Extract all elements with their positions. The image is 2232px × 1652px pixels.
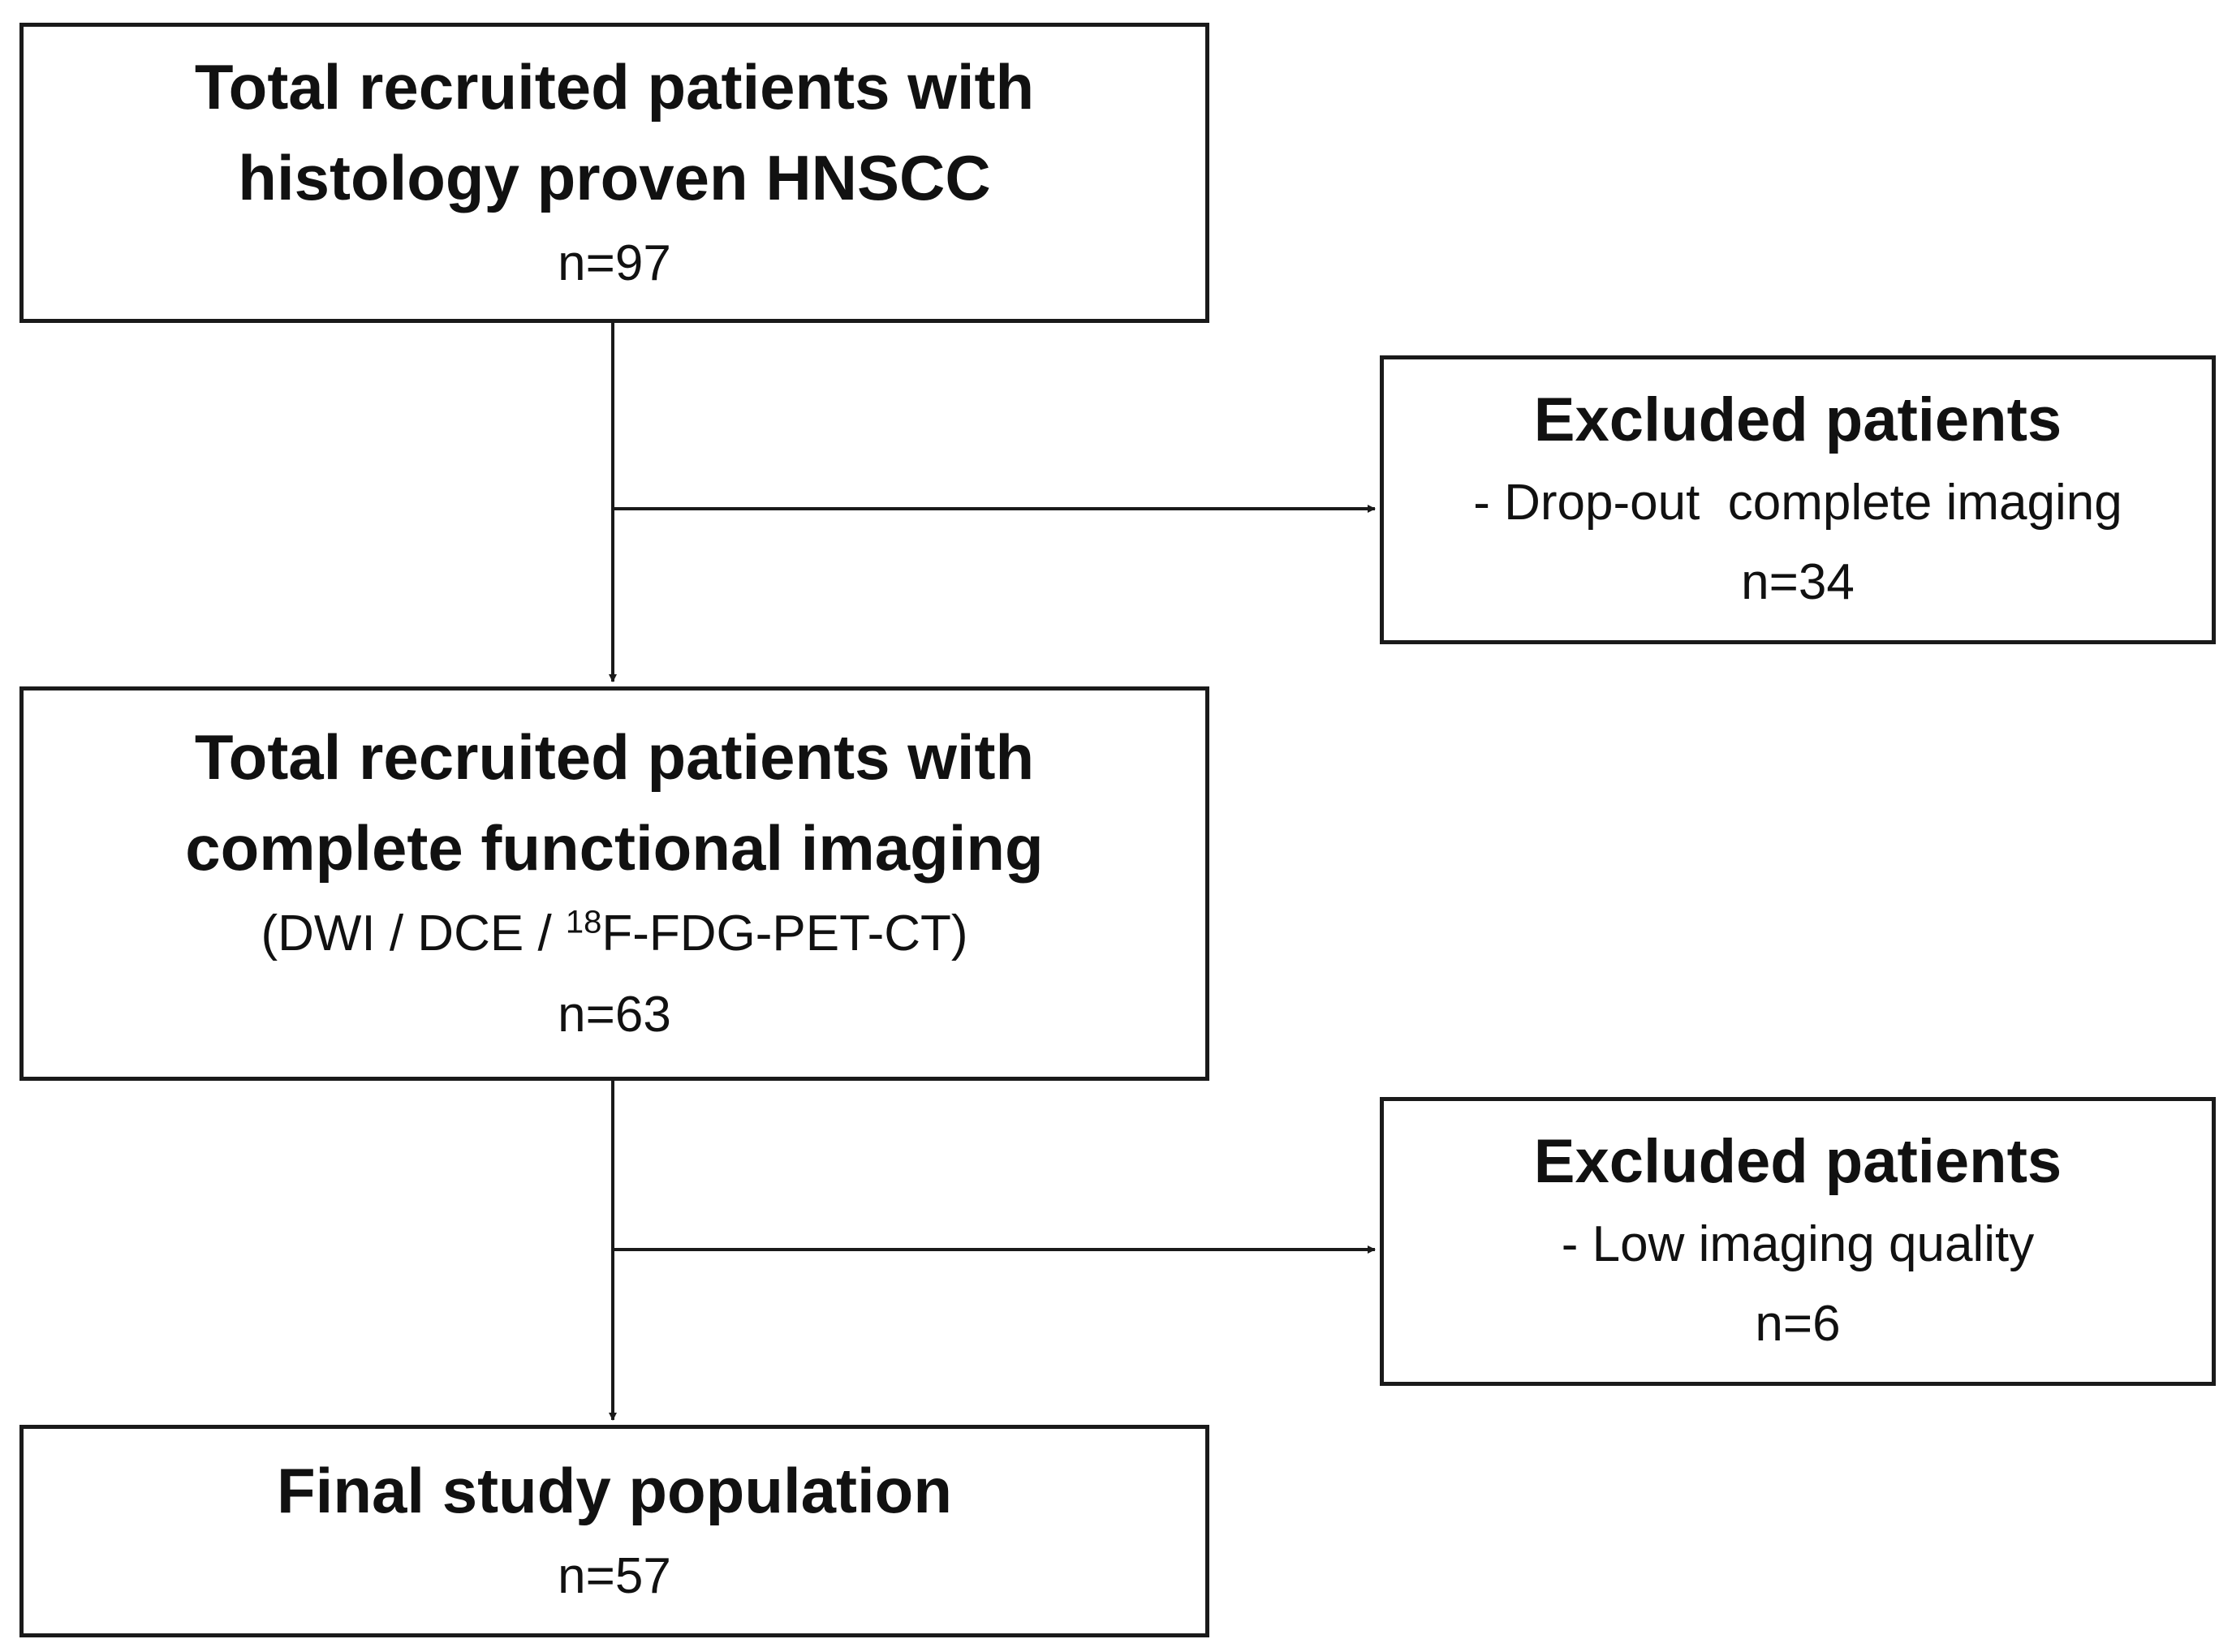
recruited-patients-box: Total recruited patients with histology … (19, 23, 1209, 323)
excluded-2-title: Excluded patients (1533, 1127, 2062, 1196)
final-count: n=57 (558, 1548, 671, 1604)
excluded-2-count: n=6 (1755, 1296, 1841, 1352)
imaging-modalities: (DWI / DCE / 18F-FDG-PET-CT) (261, 893, 967, 974)
final-title: Final study population (277, 1455, 952, 1526)
excluded-2-reason: - Low imaging quality (1561, 1216, 2035, 1272)
final-population-box: Final study population n=57 (19, 1425, 1209, 1637)
excluded-1-count: n=34 (1741, 554, 1855, 610)
excluded-patients-box-1: Excluded patients - Drop-out complete im… (1380, 355, 2216, 644)
excluded-1-title: Excluded patients (1533, 385, 2062, 454)
modalities-prefix: (DWI / DCE / (261, 906, 566, 962)
complete-imaging-box: Total recruited patients with complete f… (19, 686, 1209, 1081)
complete-imaging-count: n=63 (558, 987, 671, 1043)
modalities-superscript: 18 (565, 904, 602, 940)
recruited-title-line1: Total recruited patients with (194, 51, 1035, 123)
recruited-title-line2: histology proven HNSCC (238, 142, 991, 213)
recruited-count: n=97 (558, 235, 671, 291)
excluded-patients-box-2: Excluded patients - Low imaging quality … (1380, 1097, 2216, 1386)
complete-imaging-title-line2: complete functional imaging (185, 812, 1044, 884)
modalities-suffix: F-FDG-PET-CT) (601, 906, 968, 962)
excluded-1-reason: - Drop-out complete imaging (1473, 475, 2122, 531)
complete-imaging-title-line1: Total recruited patients with (194, 721, 1035, 793)
